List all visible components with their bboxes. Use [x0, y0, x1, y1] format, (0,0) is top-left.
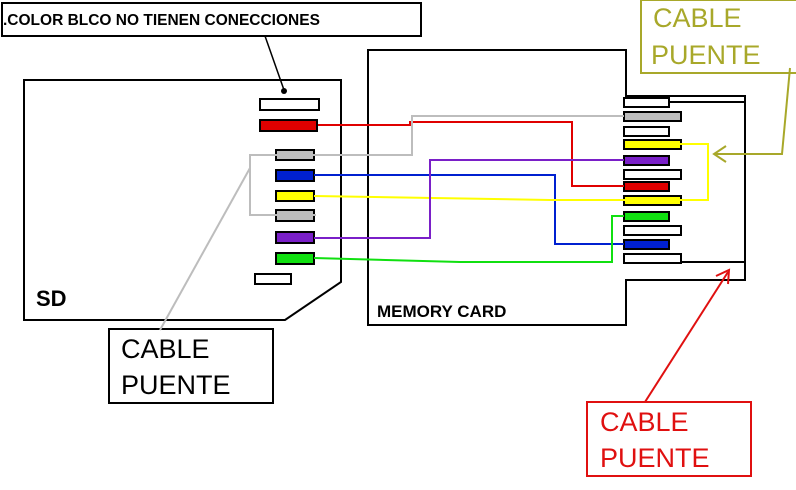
memory-card-pin-white — [623, 97, 670, 108]
memory-card-pin-white — [623, 126, 670, 137]
label-bottom-right-box — [586, 401, 752, 477]
sd-pin-yellow — [275, 190, 315, 202]
label-top-right-box — [640, 0, 796, 74]
wire-black-bridge — [668, 101, 746, 263]
note-box — [1, 2, 422, 37]
sd-pin-red — [259, 119, 318, 132]
memory-card-pin-yellow — [623, 139, 682, 150]
memory-card-label: MEMORY CARD — [377, 302, 506, 321]
label-bottom-left-line2: PUENTE — [121, 370, 231, 400]
wire-purple — [314, 159, 624, 239]
wire-green — [313, 215, 624, 263]
memory-card-pin-white — [623, 253, 682, 264]
wire-gray-bridge — [316, 115, 624, 156]
note-text: .COLOR BLCO NO TIENEN CONECCIONES — [3, 12, 320, 29]
label-bottom-left-pointer — [159, 167, 251, 331]
note-pointer — [264, 35, 285, 91]
sd-pin-purple — [275, 231, 315, 244]
label-bottom-left-box — [108, 328, 274, 404]
memory-card-pin-white — [623, 225, 682, 236]
label-top-right-line2: PUENTE — [651, 40, 761, 70]
label-top-right-pointer — [716, 67, 791, 155]
sd-card-label: SD — [36, 286, 67, 311]
note-pointer-dot — [281, 88, 287, 94]
wire-blue — [314, 174, 624, 245]
label-bottom-right-line1: CABLE — [600, 407, 689, 437]
sd-pin-green — [275, 252, 315, 265]
memory-card-pin-gray — [623, 111, 682, 122]
memory-card-outline — [367, 49, 746, 326]
memory-card-pin-green — [623, 211, 670, 222]
wire-gray — [249, 154, 316, 216]
label-bottom-right-line2: PUENTE — [600, 443, 710, 473]
sd-pin-white — [259, 98, 320, 111]
sd-pin-white — [254, 273, 292, 285]
label-bottom-right-pointer — [644, 271, 729, 403]
label-bottom-right-arrowhead — [715, 268, 731, 285]
sd-card-outline — [23, 79, 342, 321]
memory-card-pin-blue — [623, 239, 670, 250]
memory-card-pin-white — [623, 169, 682, 180]
label-top-right-line1: CABLE — [653, 3, 742, 33]
memory-card-pin-purple — [623, 155, 670, 166]
label-top-right-arrowhead — [712, 145, 727, 163]
memory-card-pin-red — [623, 181, 670, 192]
wire-red — [318, 121, 624, 187]
wire-yellow — [313, 143, 709, 201]
label-bottom-left-line1: CABLE — [121, 334, 210, 364]
sd-pin-blue — [275, 169, 315, 182]
